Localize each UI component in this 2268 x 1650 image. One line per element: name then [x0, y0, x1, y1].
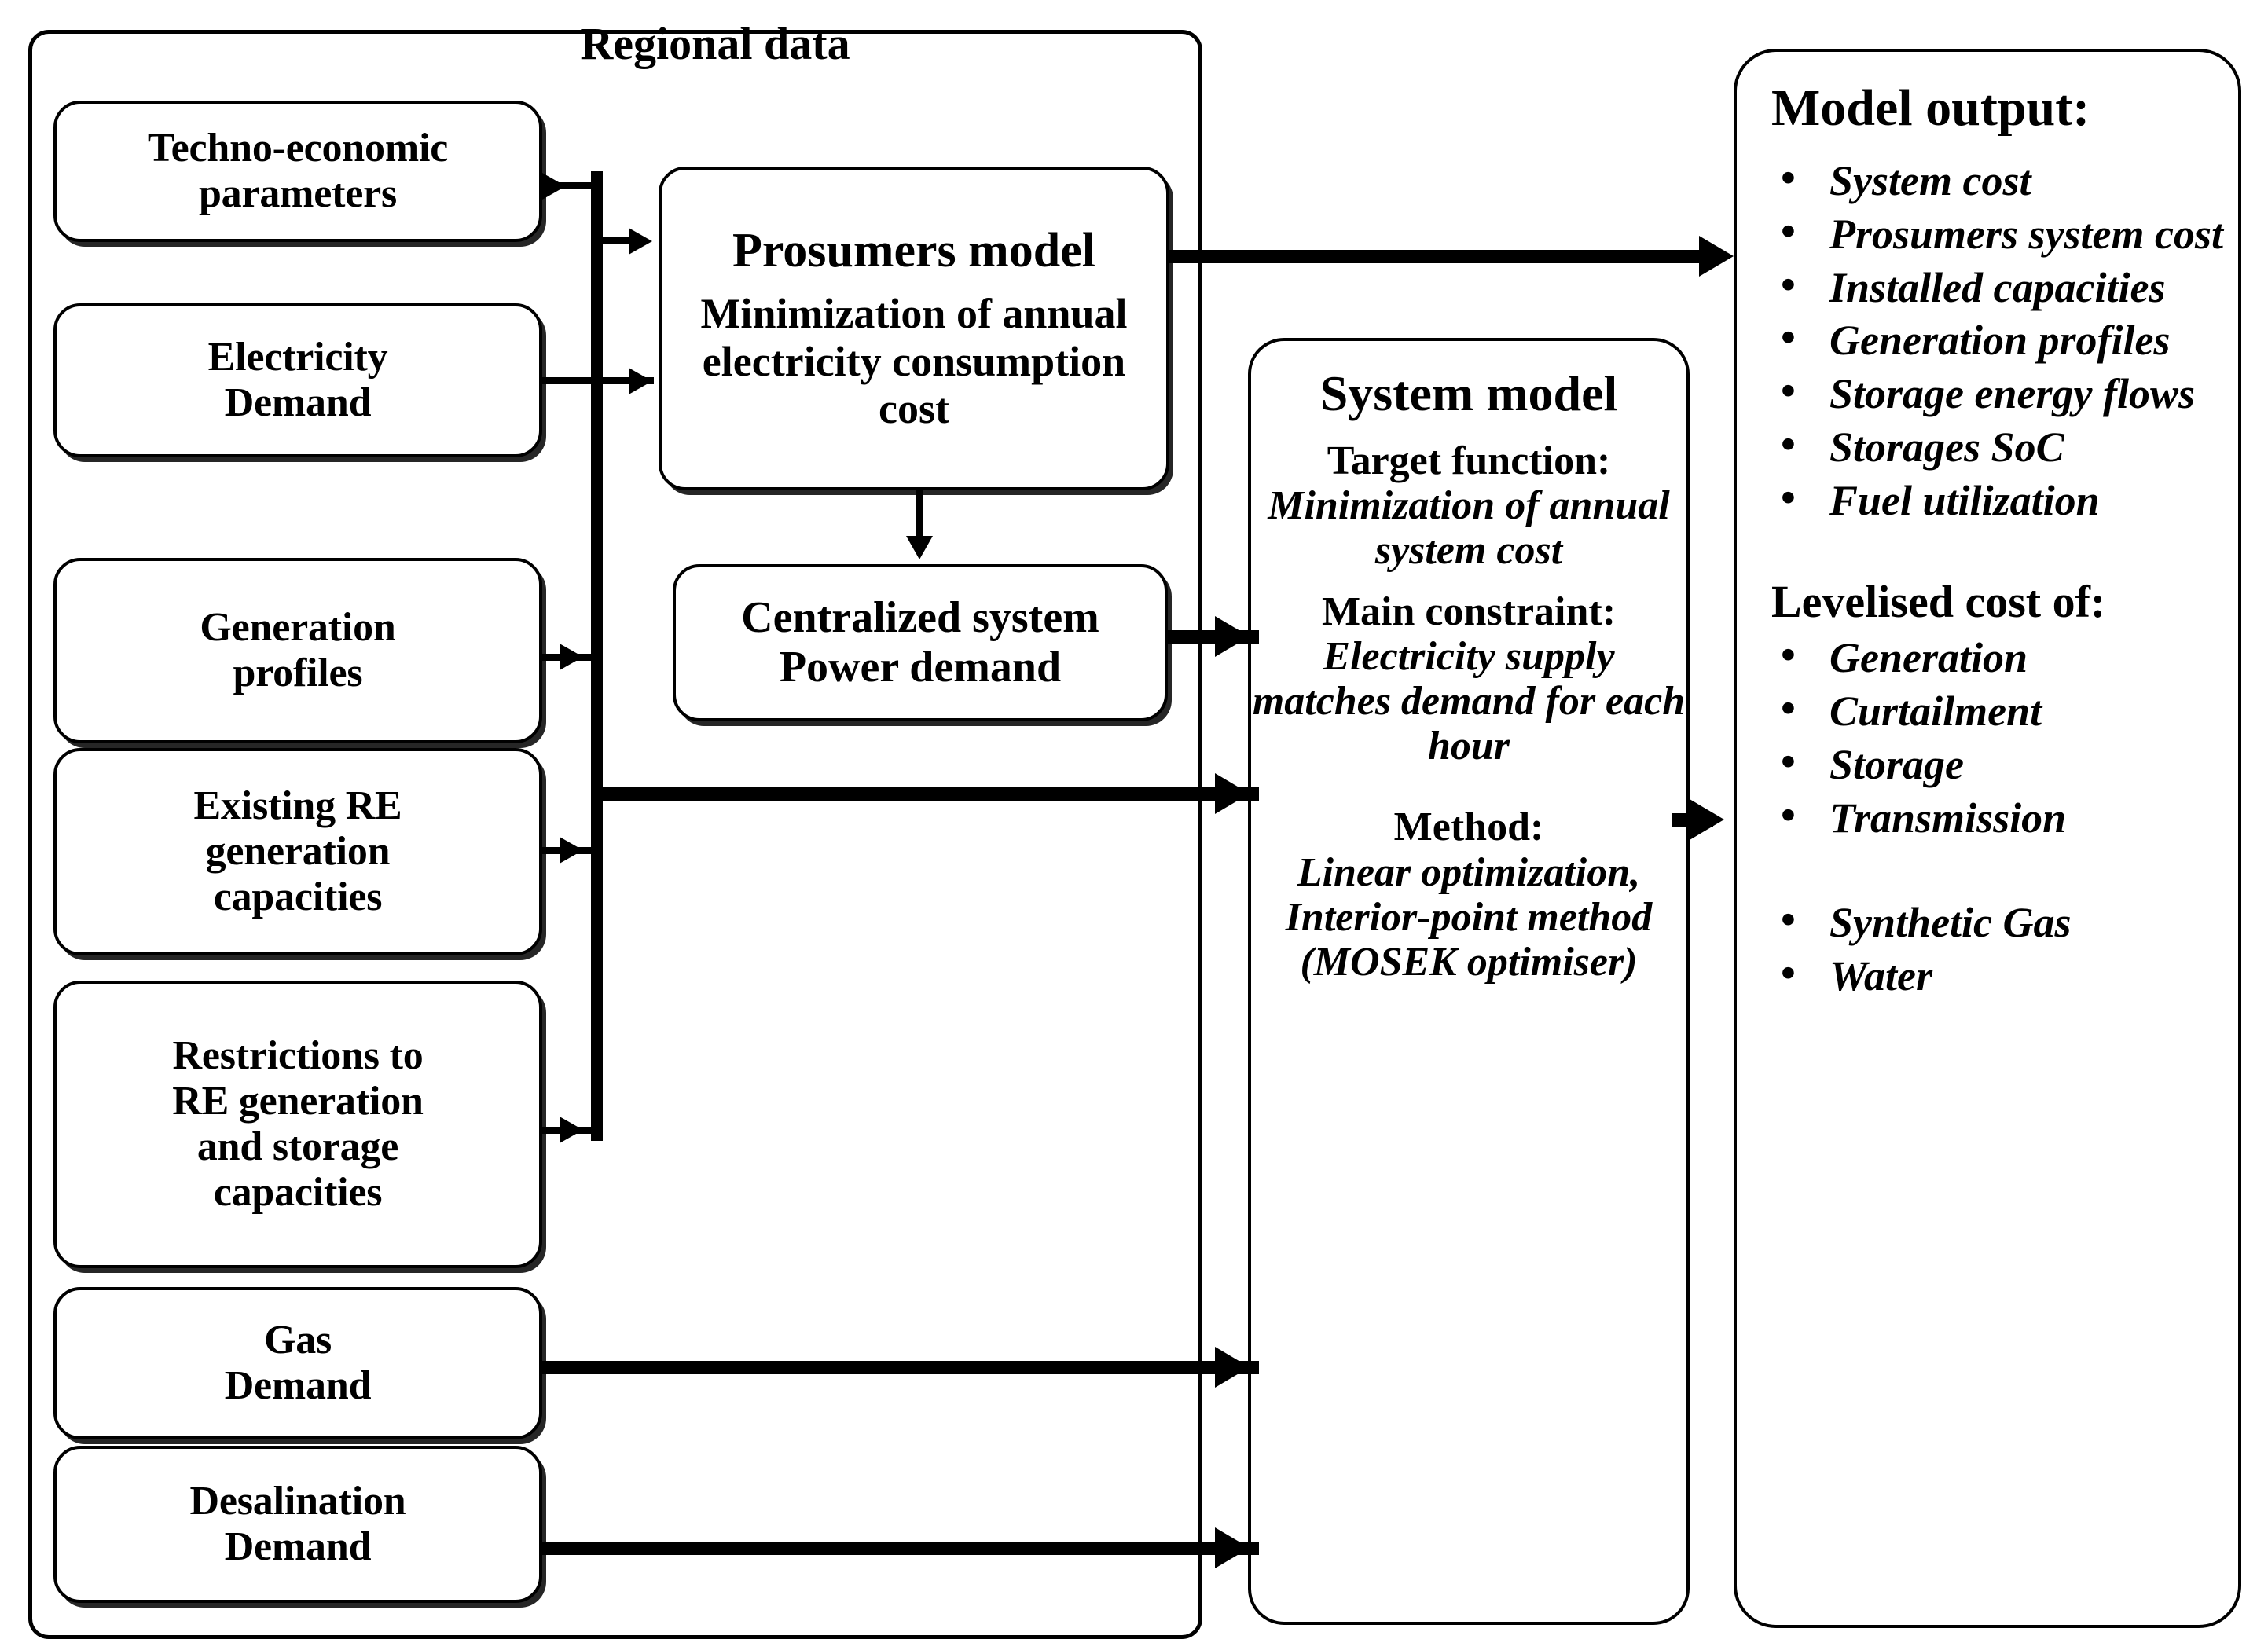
- input-label: Restrictions to RE generation and storag…: [172, 1032, 424, 1216]
- bullet-icon: •: [1781, 420, 1796, 468]
- connector-desalination-to-system-model: [541, 1542, 1259, 1555]
- input-label: Existing RE generation capacities: [193, 783, 402, 920]
- input-box-techno-economic-parameters[interactable]: Techno-economic parameters: [53, 101, 542, 242]
- arrowhead-prosumers-to-centralized: [906, 536, 933, 559]
- list-item-label: Synthetic Gas: [1829, 899, 2072, 947]
- centralized-demand-line2: Power demand: [779, 643, 1062, 691]
- system-model-box[interactable]: System model Target function: Minimizati…: [1248, 338, 1690, 1625]
- arrowhead-gas-demand-to-system-model: [1215, 1347, 1250, 1388]
- bullet-icon: •: [1781, 684, 1796, 732]
- bullet-icon: •: [1781, 896, 1796, 944]
- list-item-label: Water: [1829, 952, 1932, 1000]
- list-item: • Storages SoC: [1781, 421, 2238, 471]
- arrowhead-desalination-to-system-model: [1215, 1527, 1250, 1568]
- bullet-icon: •: [1781, 154, 1796, 201]
- bullet-icon: •: [1781, 314, 1796, 361]
- list-item: • Storage: [1781, 739, 2238, 788]
- prosumers-model-subtitle: Minimization of annual electricity consu…: [700, 290, 1128, 433]
- levelised-cost-list-secondary: • Synthetic Gas • Water: [1737, 897, 2238, 1000]
- connector-gas-demand-to-system-model: [541, 1361, 1259, 1374]
- list-item-label: Prosumers system cost: [1829, 210, 2224, 258]
- bullet-icon: •: [1781, 367, 1796, 415]
- arrowhead-bus-to-prosumers-upper: [629, 228, 652, 255]
- input-collector-bus: [591, 171, 603, 1141]
- system-model-target-function-value: Minimization of annual system cost: [1268, 483, 1670, 574]
- levelised-cost-list: • Generation • Curtailment • Storage • Trans…: [1737, 632, 2238, 842]
- list-item: • Fuel utilization: [1781, 475, 2238, 524]
- list-item: • Transmission: [1781, 792, 2238, 842]
- arrowhead-generation-to-bus: [560, 644, 583, 670]
- input-label: Generation profiles: [200, 604, 396, 695]
- arrowhead-prosumers-to-model-output: [1699, 236, 1734, 277]
- list-item-label: Installed capacities: [1829, 263, 2166, 311]
- input-label: Desalination Demand: [189, 1478, 406, 1569]
- list-item-label: Storage energy flows: [1829, 370, 2195, 418]
- list-item: • Storage energy flows: [1781, 368, 2238, 418]
- input-box-desalination-demand[interactable]: Desalination Demand: [53, 1446, 542, 1603]
- model-output-heading-levelised-cost: Levelised cost of:: [1771, 576, 2106, 628]
- list-item-label: Transmission: [1829, 794, 2067, 842]
- bullet-icon: •: [1781, 260, 1796, 308]
- input-label: Electricity Demand: [207, 334, 388, 425]
- list-item-label: Storages SoC: [1829, 423, 2064, 471]
- system-model-method-label: Method:: [1393, 805, 1544, 850]
- system-model-title: System model: [1319, 365, 1618, 421]
- bullet-icon: •: [1781, 790, 1796, 838]
- centralized-demand-line1: Centralized system: [741, 593, 1099, 643]
- list-item: • Installed capacities: [1781, 262, 2238, 311]
- centralized-power-demand-box[interactable]: Centralized system Power demand: [673, 564, 1168, 721]
- connector-prosumers-to-model-output: [1169, 250, 1704, 263]
- list-item-label: Fuel utilization: [1829, 476, 2100, 524]
- list-item-label: Storage: [1829, 740, 1965, 788]
- bullet-icon: •: [1781, 207, 1796, 255]
- input-label: Techno-economic parameters: [147, 125, 449, 216]
- list-item: • Water: [1781, 950, 2238, 1000]
- system-model-method-value: Linear optimization, Interior-point meth…: [1285, 849, 1653, 984]
- list-item-label: Generation profiles: [1829, 317, 2171, 365]
- bullet-icon: •: [1781, 949, 1796, 997]
- regional-data-title: Regional data: [580, 18, 850, 69]
- model-output-heading: Model output:: [1771, 79, 2090, 137]
- arrowhead-techno-to-bus: [542, 173, 566, 200]
- list-item: • Prosumers system cost: [1781, 208, 2238, 258]
- prosumers-model-box[interactable]: Prosumers model Minimization of annual e…: [659, 167, 1169, 490]
- input-box-restrictions-re-generation-storage[interactable]: Restrictions to RE generation and storag…: [53, 981, 542, 1268]
- input-box-existing-re-generation-capacities[interactable]: Existing RE generation capacities: [53, 748, 542, 955]
- connector-techno-to-bus: [542, 182, 591, 189]
- input-box-generation-profiles[interactable]: Generation profiles: [53, 558, 542, 743]
- list-item: • Generation profiles: [1781, 315, 2238, 365]
- arrowhead-system-model-to-model-output: [1690, 799, 1724, 840]
- connector-bus-to-prosumers-upper: [591, 237, 641, 244]
- list-item: • Synthetic Gas: [1781, 897, 2238, 947]
- bullet-icon: •: [1781, 737, 1796, 785]
- arrowhead-bus-to-system-model: [1215, 773, 1250, 814]
- connector-bus-to-system-model: [591, 787, 1259, 801]
- arrowhead-restrictions-to-bus: [560, 1116, 583, 1143]
- list-item: • Generation: [1781, 632, 2238, 682]
- arrowhead-existing-re-to-bus: [560, 837, 583, 864]
- spacer: [1251, 768, 1686, 789]
- bullet-icon: •: [1781, 473, 1796, 521]
- model-output-box[interactable]: Model output: • System cost • Prosumers sy…: [1734, 49, 2241, 1628]
- list-item-label: Curtailment: [1829, 688, 2042, 735]
- model-output-list: • System cost • Prosumers system cost • Ins…: [1737, 155, 2238, 524]
- arrowhead-centralized-to-system-model: [1215, 616, 1250, 657]
- arrowhead-bus-to-prosumers-lower: [629, 368, 652, 394]
- list-item: • Curtailment: [1781, 685, 2238, 735]
- system-model-main-constraint-value: Electricity supply matches demand for ea…: [1252, 633, 1686, 769]
- system-model-main-constraint-label: Main constraint:: [1321, 588, 1617, 634]
- connector-prosumers-to-centralized: [916, 490, 923, 542]
- input-label: Gas Demand: [224, 1317, 372, 1408]
- system-model-target-function-label: Target function:: [1327, 438, 1611, 483]
- bullet-icon: •: [1781, 631, 1796, 679]
- list-item: • System cost: [1781, 155, 2238, 204]
- list-item-label: Generation: [1829, 634, 2028, 682]
- input-box-gas-demand[interactable]: Gas Demand: [53, 1287, 542, 1439]
- input-box-electricity-demand[interactable]: Electricity Demand: [53, 303, 542, 457]
- connector-bus-to-prosumers-lower: [591, 377, 641, 384]
- prosumers-model-title: Prosumers model: [732, 224, 1096, 278]
- list-item-label: System cost: [1829, 157, 2031, 204]
